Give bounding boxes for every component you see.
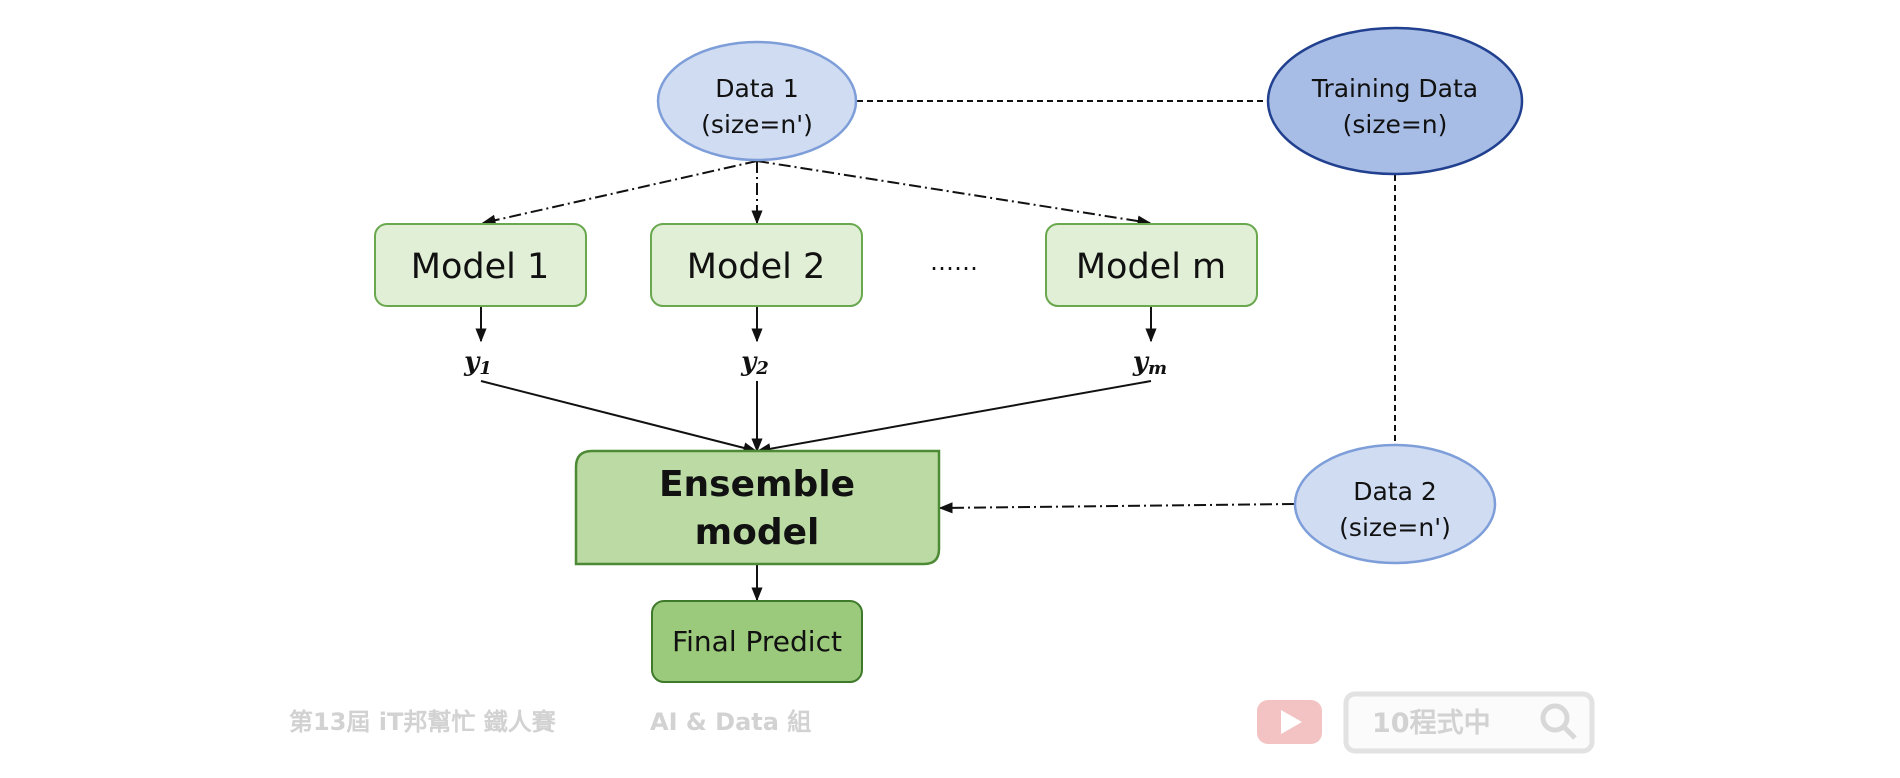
search-box: 10程式中	[1343, 691, 1595, 754]
data1-model1-arrow	[481, 160, 758, 226]
connectors	[475, 100, 1396, 602]
model-1-label: Model 1	[411, 247, 549, 287]
ym-ensemble-arrow	[756, 380, 1152, 455]
model-m-node: Model m	[1045, 223, 1258, 307]
data2-node: Data 2 (size=n')	[1293, 443, 1497, 565]
ensemble-label-line2: model	[695, 512, 820, 553]
data1-label: Data 1	[715, 74, 799, 103]
data1-size: (size=n')	[701, 110, 813, 139]
training-data-size: (size=n)	[1343, 110, 1448, 139]
models-ellipsis: ……	[930, 248, 978, 276]
data2-ensemble-arrow	[938, 502, 1295, 514]
training-data-node: Training Data (size=n)	[1266, 26, 1524, 176]
output-y1: y1	[463, 347, 492, 379]
data1-modelm-arrow	[756, 160, 1152, 227]
final-predict-node: Final Predict	[651, 600, 863, 683]
watermark-event: 第13屆 iT邦幫忙 鐵人賽	[289, 708, 557, 736]
final-predict-label: Final Predict	[672, 625, 842, 658]
model-2-node: Model 2	[650, 223, 863, 307]
model-1-node: Model 1	[374, 223, 587, 307]
data2-size: (size=n')	[1339, 513, 1451, 542]
data1-node: Data 1 (size=n')	[656, 40, 858, 162]
training-data-label: Training Data	[1311, 74, 1478, 103]
watermark-channel: 10程式中	[1372, 708, 1491, 739]
search-icon	[1540, 703, 1577, 740]
output-ym: ym	[1132, 347, 1167, 379]
model-m-label: Model m	[1076, 247, 1226, 287]
watermark-group: AI & Data 組	[650, 708, 811, 736]
watermark: 第13屆 iT邦幫忙 鐵人賽 AI & Data 組 10程式中	[289, 691, 1595, 754]
ensemble-model-node: Ensemble model	[574, 449, 941, 566]
youtube-icon	[1257, 700, 1322, 744]
ensemble-label-line1: Ensemble	[659, 464, 855, 505]
model-2-label: Model 2	[687, 247, 825, 287]
y1-ensemble-arrow	[480, 380, 758, 454]
data2-label: Data 2	[1353, 477, 1437, 506]
output-y2: y2	[740, 347, 769, 379]
